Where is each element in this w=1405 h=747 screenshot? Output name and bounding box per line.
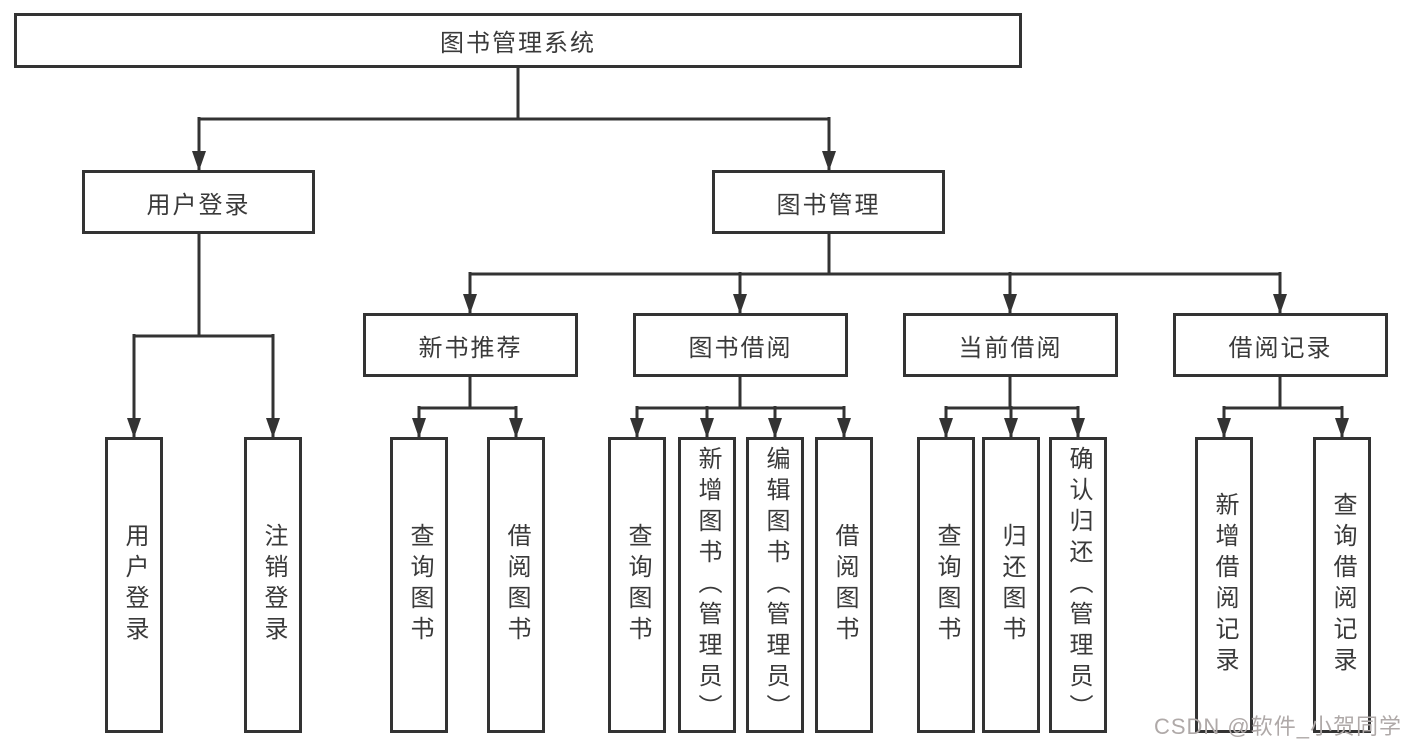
- node-label: 图书借阅: [688, 334, 793, 362]
- node-label: 查询图书: [624, 523, 651, 647]
- node-label: 查询图书: [933, 523, 960, 647]
- csdn-watermark: CSDN @软件_小贺同学: [1153, 714, 1402, 739]
- node-label: 查询借阅记录: [1329, 492, 1356, 678]
- node-borrowing-records: 借阅记录: [1173, 313, 1388, 377]
- node-label: 查询图书: [406, 523, 433, 647]
- node-label: 借阅图书: [831, 523, 858, 647]
- node-book-management: 图书管理: [712, 170, 945, 234]
- node-book-borrowing: 图书借阅: [633, 313, 848, 377]
- node-label: 确认归还（管理员）: [1065, 445, 1092, 725]
- node-leaf-borrow-books-rec: 借阅图书: [487, 437, 545, 733]
- node-current-borrowing: 当前借阅: [903, 313, 1118, 377]
- node-leaf-confirm-return-admin: 确认归还（管理员）: [1049, 437, 1107, 733]
- node-label: 当前借阅: [958, 334, 1063, 362]
- node-leaf-add-books-admin: 新增图书（管理员）: [678, 437, 736, 733]
- node-label: 图书管理: [776, 191, 881, 219]
- node-leaf-edit-books-admin: 编辑图书（管理员）: [746, 437, 804, 733]
- node-leaf-logout: 注销登录: [244, 437, 302, 733]
- node-leaf-borrow-books: 借阅图书: [815, 437, 873, 733]
- node-label: 借阅记录: [1228, 334, 1333, 362]
- node-leaf-user-login: 用户登录: [105, 437, 163, 733]
- node-leaf-query-books-rec: 查询图书: [390, 437, 448, 733]
- node-user-login: 用户登录: [82, 170, 315, 234]
- node-leaf-query-books-borrow: 查询图书: [608, 437, 666, 733]
- node-leaf-return-books: 归还图书: [982, 437, 1040, 733]
- node-label: 注销登录: [260, 523, 287, 647]
- node-label: 归还图书: [998, 523, 1025, 647]
- node-label: 用户登录: [121, 523, 148, 647]
- node-new-book-recommendation: 新书推荐: [363, 313, 578, 377]
- node-label: 新增借阅记录: [1211, 492, 1238, 678]
- node-leaf-query-books-current: 查询图书: [917, 437, 975, 733]
- node-leaf-add-borrow-record: 新增借阅记录: [1195, 437, 1253, 733]
- node-label: 借阅图书: [503, 523, 530, 647]
- node-label: 新书推荐: [418, 334, 523, 362]
- node-label: 用户登录: [146, 191, 251, 219]
- node-label: 编辑图书（管理员）: [762, 445, 789, 725]
- node-library-management-system: 图书管理系统: [14, 13, 1022, 68]
- node-label: 图书管理系统: [440, 30, 596, 57]
- node-label: 新增图书（管理员）: [694, 445, 721, 725]
- node-leaf-query-borrow-record: 查询借阅记录: [1313, 437, 1371, 733]
